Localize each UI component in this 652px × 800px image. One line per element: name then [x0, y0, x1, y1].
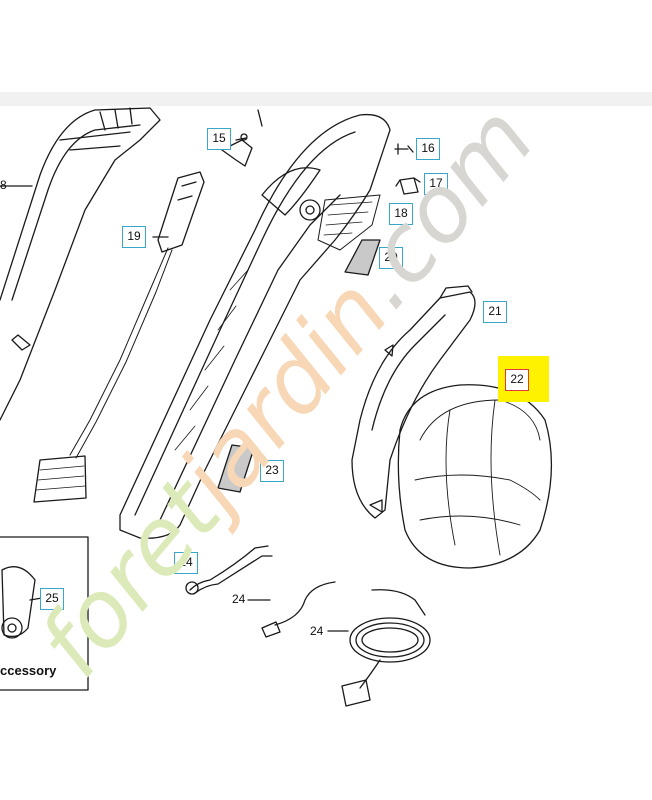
switch-part-17 [395, 177, 421, 195]
cover-part-21 [351, 285, 476, 519]
left-tube-part [0, 107, 161, 421]
callout-25: 25 [40, 588, 64, 610]
top-band [0, 92, 652, 106]
callout-24: 24 [174, 552, 198, 574]
callout-19: 19 [122, 226, 146, 248]
callout-18: 18 [389, 203, 413, 225]
callout-21: 21 [483, 301, 507, 323]
main-handle [119, 113, 391, 539]
probe-part-19 [33, 171, 205, 503]
label-part-23 [217, 444, 255, 493]
cable-part-24-b [247, 581, 336, 638]
bag-part-22 [397, 384, 553, 569]
screw-part-16 [394, 143, 414, 155]
callout-23: 23 [260, 460, 284, 482]
callout-17: 17 [424, 173, 448, 195]
label-24-cord: 24 [310, 624, 324, 638]
accessory-box-25 [0, 536, 89, 691]
label-8: 8 [0, 178, 7, 192]
callout-15: 15 [207, 128, 231, 150]
callout-22: 22 [505, 369, 529, 391]
cable-part-24-a [185, 545, 273, 595]
label-24-plug: 24 [232, 592, 246, 606]
bracket-part-15 [221, 109, 263, 167]
accessory-label: ccessory [0, 663, 57, 678]
callout-20: 20 [379, 247, 403, 269]
strip-part-20 [344, 239, 381, 276]
cable-part-24-c [327, 589, 431, 707]
callout-16: 16 [416, 138, 440, 160]
